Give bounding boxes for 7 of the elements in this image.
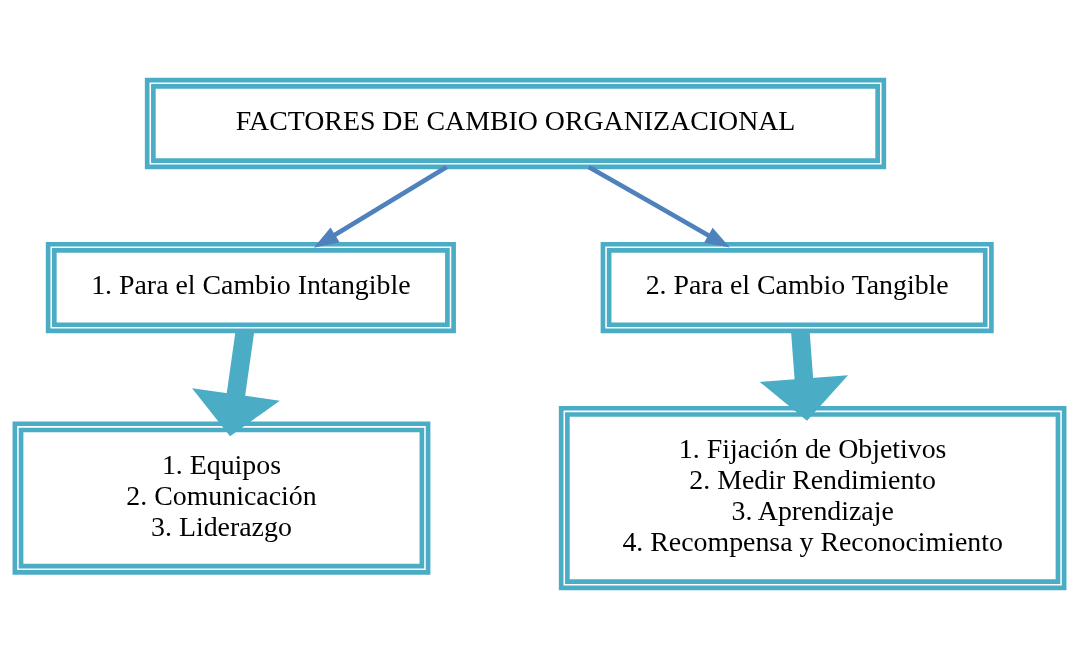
arrow xyxy=(313,164,448,248)
arrow xyxy=(587,164,730,248)
node-box: 1. Para el Cambio Intangible xyxy=(45,241,456,333)
node-box: 2. Para el Cambio Tangible xyxy=(600,241,994,333)
node-box: FACTORES DE CAMBIO ORGANIZACIONAL xyxy=(144,77,887,169)
node-box: 1. Fijación de Objetivos 2. Medir Rendimiento 3. Aprendizaje 4. Recompensa y Reconocimiento xyxy=(558,405,1067,590)
node-box: 1. Equipos 2. Comunicación 3. Liderazgo xyxy=(12,420,431,575)
